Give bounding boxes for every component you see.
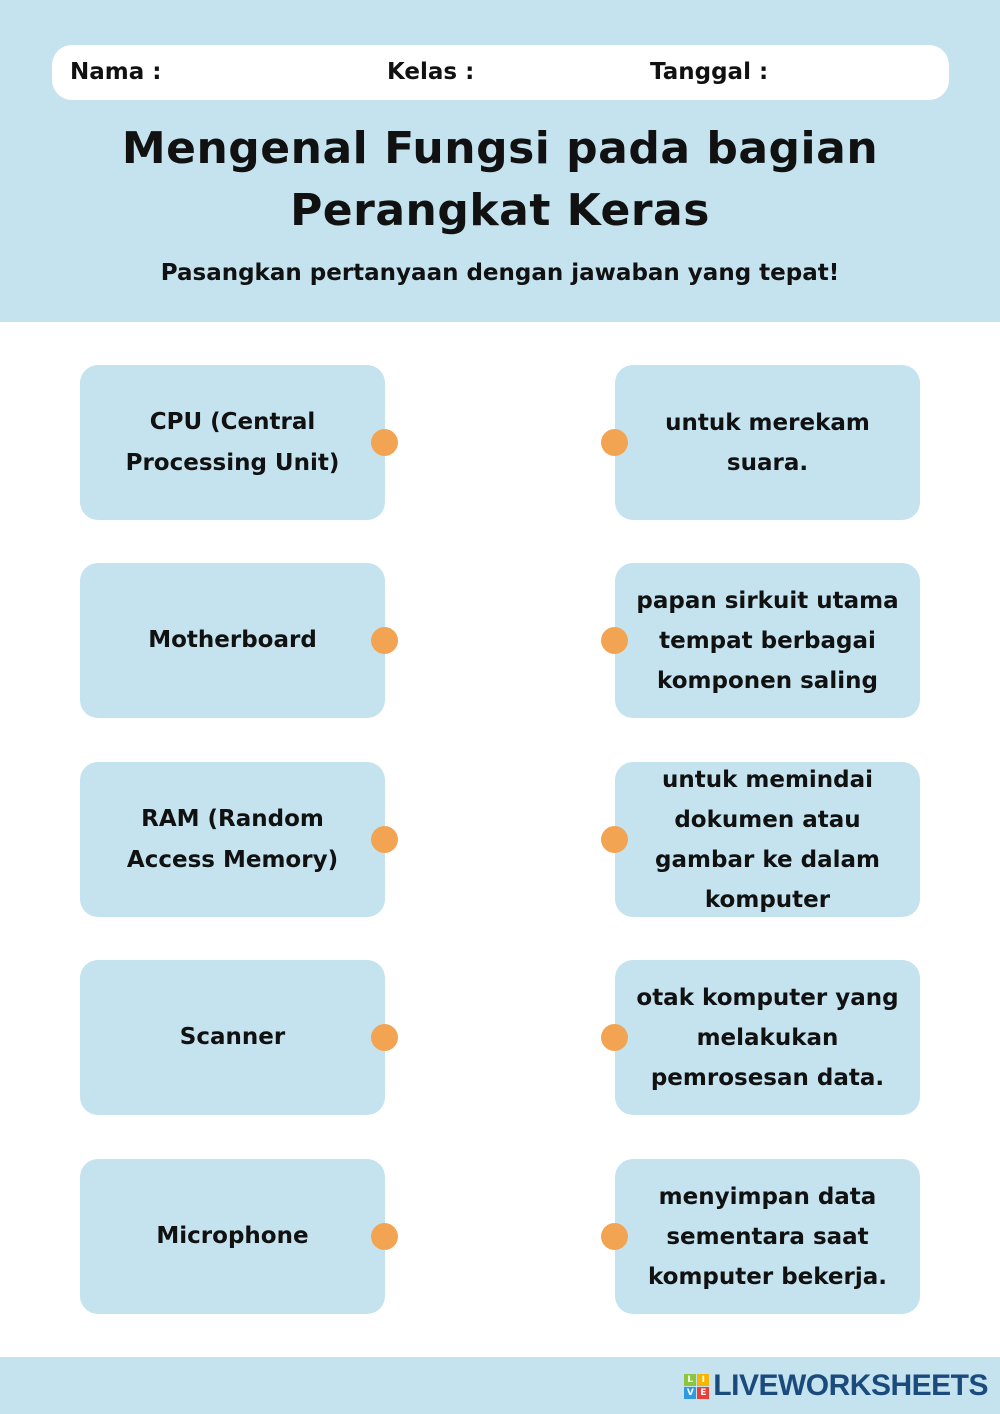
question-connector-dot[interactable] xyxy=(371,826,398,853)
answer-box[interactable]: otak komputer yang melakukan pemrosesan … xyxy=(615,960,920,1115)
title-line-1: Mengenal Fungsi pada bagian xyxy=(121,123,879,174)
question-box[interactable]: Scanner xyxy=(80,960,385,1115)
answer-connector-dot[interactable] xyxy=(601,429,628,456)
class-field-label: Kelas : xyxy=(387,59,475,85)
question-connector-dot[interactable] xyxy=(371,429,398,456)
answer-box[interactable]: menyimpan data sementara saat komputer b… xyxy=(615,1159,920,1314)
answer-connector-dot[interactable] xyxy=(601,627,628,654)
answer-connector-dot[interactable] xyxy=(601,1024,628,1051)
question-connector-dot[interactable] xyxy=(371,1024,398,1051)
page-title: Mengenal Fungsi pada bagian Perangkat Ke… xyxy=(0,118,1000,242)
question-box[interactable]: Microphone xyxy=(80,1159,385,1314)
instruction: Pasangkan pertanyaan dengan jawaban yang… xyxy=(160,260,840,286)
question-connector-dot[interactable] xyxy=(371,627,398,654)
question-connector-dot[interactable] xyxy=(371,1223,398,1250)
answer-connector-dot[interactable] xyxy=(601,1223,628,1250)
student-info-bar: Nama : Kelas : Tanggal : xyxy=(52,45,949,100)
answer-box[interactable]: untuk merekam suara. xyxy=(615,365,920,520)
question-box[interactable]: Motherboard xyxy=(80,563,385,718)
logo-text: LIVEWORKSHEETS xyxy=(713,1369,988,1402)
title-line-2: Perangkat Keras xyxy=(290,185,710,236)
date-field-label: Tanggal : xyxy=(650,59,769,85)
name-field-label: Nama : xyxy=(70,59,162,85)
header-band: Nama : Kelas : Tanggal : Mengenal Fungsi… xyxy=(0,0,1000,322)
question-box[interactable]: CPU (Central Processing Unit) xyxy=(80,365,385,520)
answer-box[interactable]: papan sirkuit utama tempat berbagai komp… xyxy=(615,563,920,718)
answer-connector-dot[interactable] xyxy=(601,826,628,853)
answer-box[interactable]: untuk memindai dokumen atau gambar ke da… xyxy=(615,762,920,917)
question-box[interactable]: RAM (Random Access Memory) xyxy=(80,762,385,917)
